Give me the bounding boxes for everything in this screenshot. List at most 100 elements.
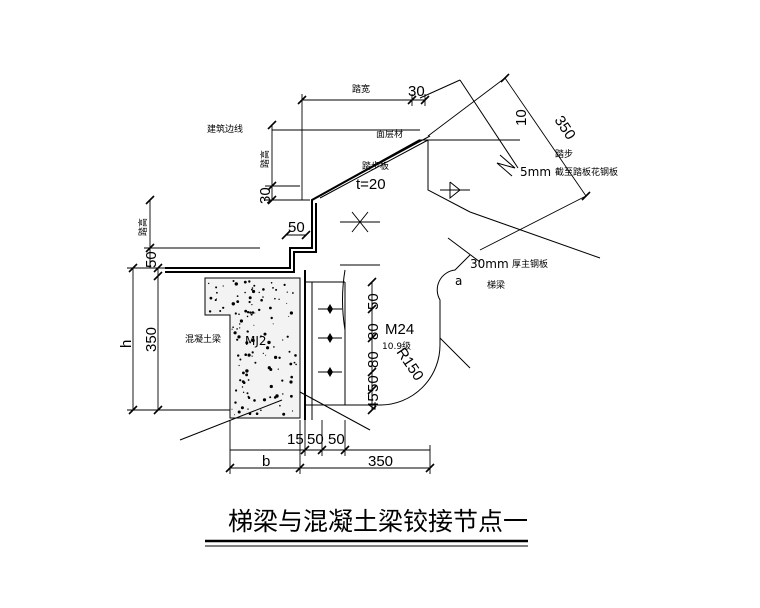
dim-350-diag: 350 [551,113,579,143]
angle-label: a [455,274,462,288]
dim-350-bottom: 350 [368,453,393,470]
concrete-speckle [246,392,249,395]
concrete-speckle [239,327,241,329]
concrete-speckle [262,288,265,291]
dim-50-plate: 50 [288,219,305,236]
concrete-speckle [278,298,280,300]
concrete-speckle [262,296,264,298]
concrete-speckle [294,354,297,357]
concrete-speckle [245,373,249,377]
building-line-label: 建筑边线 [207,123,243,135]
concrete-speckle [231,408,233,410]
concrete-speckle [237,410,241,414]
concrete-speckle [216,298,217,300]
dim-80b-right: 80 [365,351,382,368]
concrete-speckle [238,364,240,367]
concrete-speckle [273,396,277,399]
dim-45-right: 45 [365,393,382,410]
concrete-speckle [289,311,293,315]
concrete-speckle [250,313,253,316]
concrete-speckle [239,319,243,323]
concrete-speckle [279,404,281,407]
concrete-speckle [248,280,251,283]
leaders [179,79,601,441]
concrete-beam [204,277,301,419]
concrete-speckle [251,351,254,354]
concrete-speckle [236,295,239,297]
concrete-speckle [222,285,224,287]
dim-80a-right: 80 [365,323,382,340]
plate-30mm-desc: 厚主钢板 [512,258,548,270]
concrete-speckle [262,398,267,402]
concrete-speckle [251,339,254,342]
cover-label: 面层材 [376,128,403,140]
dim-50a-right: 50 [365,293,382,310]
tread-plate-label: 踏步板 [362,160,389,172]
concrete-speckle [234,282,238,286]
concrete-speckle [246,315,249,318]
concrete-speckle [239,358,242,361]
concrete-speckle [295,363,297,366]
concrete-speckle [215,286,218,289]
concrete-speckle [239,323,241,325]
concrete-speckle [239,379,242,382]
concrete-speckle [266,346,270,350]
concrete-speckle [214,299,217,301]
concrete-speckle [293,361,296,364]
dim-30-left: 30 [257,187,274,204]
concrete-speckle [247,395,250,398]
dim-b: b [262,453,270,470]
concrete-speckle [286,302,288,304]
concrete-speckle [253,284,256,287]
concrete-speckle [253,324,255,326]
dim-10: 10 [513,109,530,126]
concrete-speckle [234,401,237,404]
bolt-label: M24 [385,321,414,338]
concrete-speckle [269,396,272,399]
concrete-speckle [238,313,240,316]
concrete-speckle [269,384,273,389]
concrete-speckle [235,389,238,392]
concrete-speckle [255,412,259,416]
concrete-speckle [286,335,289,338]
concrete-speckle [282,393,284,395]
concrete-speckle [244,353,247,357]
concrete-speckle [253,399,256,402]
concrete-speckle [231,302,235,306]
concrete-speckle [232,326,234,329]
dim-h: h [118,340,135,348]
concrete-speckle [283,283,286,286]
concrete-speckle [234,312,237,315]
title-text: 梯梁与混凝土梁铰接节点一 [228,507,528,536]
concrete-speckle [234,414,235,416]
step-height-top-label: 踏高 [259,150,271,168]
step-height-side-label: 踏高 [137,218,149,236]
concrete-speckle [233,331,237,335]
concrete-speckle [278,356,281,359]
concrete-speckle [254,312,256,314]
embed-label: MJ2 [245,334,267,348]
concrete-speckle [260,335,262,337]
concrete-speckle [282,412,286,416]
concrete-speckle [274,355,278,359]
concrete-speckle [208,282,210,285]
plate-5mm-label: 5mm [520,165,551,179]
concrete-speckle [254,361,257,364]
concrete-speckle [237,335,241,339]
concrete-speckle [290,394,293,398]
concrete-speckle [265,354,267,356]
concrete-speckle [231,328,233,330]
dim-50b-right: 50 [365,375,382,392]
concrete-speckle [288,315,290,317]
concrete-speckle [244,309,248,313]
dim-15: 15 [287,431,304,448]
concrete-speckle [270,316,273,320]
dim-50b-bottom: 50 [328,431,345,448]
concrete-speckle [251,311,255,314]
concrete-speckle [267,340,271,345]
concrete-speckle [288,350,291,353]
concrete-speckle [273,346,275,348]
concrete-speckle [251,288,253,291]
concrete-speckle [216,291,218,294]
